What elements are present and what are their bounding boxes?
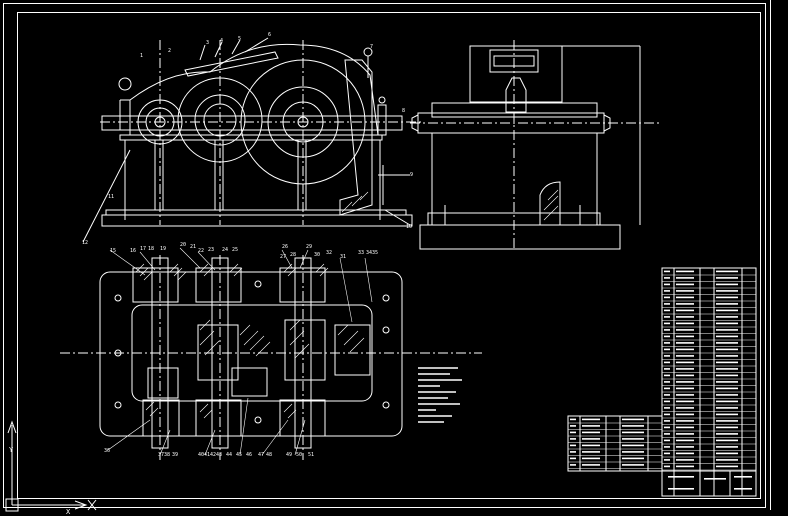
callout-number: 22: [198, 248, 204, 254]
technical-notes: [418, 367, 462, 423]
callout-number: 24: [222, 247, 228, 253]
ucs-icon: [5, 420, 97, 512]
top-view: [60, 255, 482, 460]
callout-number: 44: [226, 452, 232, 458]
callout-number: 5: [238, 36, 241, 42]
leader-lines: [107, 247, 373, 456]
callout-number: 16: [130, 248, 136, 254]
callout-number: 43: [216, 452, 222, 458]
callout-number: 27: [280, 254, 286, 260]
callout-number: 10: [406, 224, 412, 230]
callout-number: 40: [198, 452, 204, 458]
callout-number: 46: [246, 452, 252, 458]
callout-number: 45: [236, 452, 242, 458]
callout-number: 35: [372, 250, 378, 256]
callout-number: 32: [326, 250, 332, 256]
callout-number: 38: [164, 452, 170, 458]
callout-number: 12: [82, 240, 88, 246]
callout-number: 34: [366, 250, 372, 256]
callout-number: 41: [204, 452, 210, 458]
ucs-x-label: X: [66, 508, 71, 516]
outer-frame: [3, 3, 766, 508]
callout-number: 21: [190, 244, 196, 250]
callout-number: 17: [140, 246, 146, 252]
callout-number: 8: [402, 108, 405, 114]
callout-number: 26: [282, 244, 288, 250]
section-hatching: [135, 189, 559, 419]
callout-number: 7: [370, 44, 373, 50]
callout-number: 39: [172, 452, 178, 458]
callout-number: 36: [104, 448, 110, 454]
callout-number: 15: [110, 248, 116, 254]
callout-number: 6: [268, 32, 271, 38]
callout-number: 29: [306, 244, 312, 250]
callout-number: 42: [210, 452, 216, 458]
callout-number: 49: [286, 452, 292, 458]
callout-number: 37: [158, 452, 164, 458]
callout-number: 48: [266, 452, 272, 458]
ucs-y-label: Y: [9, 446, 14, 454]
callout-number: 19: [160, 246, 166, 252]
callout-number: 1: [140, 53, 143, 59]
callout-number: 33: [358, 250, 364, 256]
callout-number: 3: [206, 40, 209, 46]
inner-frame: [17, 12, 761, 499]
callout-number: 18: [148, 246, 154, 252]
callout-number: 28: [290, 252, 296, 258]
side-view: [410, 40, 660, 250]
callout-number: 51: [308, 452, 314, 458]
callout-number: 30: [314, 252, 320, 258]
callout-number: 31: [340, 254, 346, 260]
callout-number: 2: [168, 48, 171, 54]
callout-number: 23: [208, 247, 214, 253]
front-view: [82, 37, 422, 243]
callout-number: 20: [180, 242, 186, 248]
callout-number: 50: [296, 452, 302, 458]
callout-number: 4: [220, 38, 223, 44]
callout-number: 11: [108, 194, 114, 200]
callout-number: 9: [410, 172, 413, 178]
callout-number: 47: [258, 452, 264, 458]
callout-number: 25: [232, 247, 238, 253]
